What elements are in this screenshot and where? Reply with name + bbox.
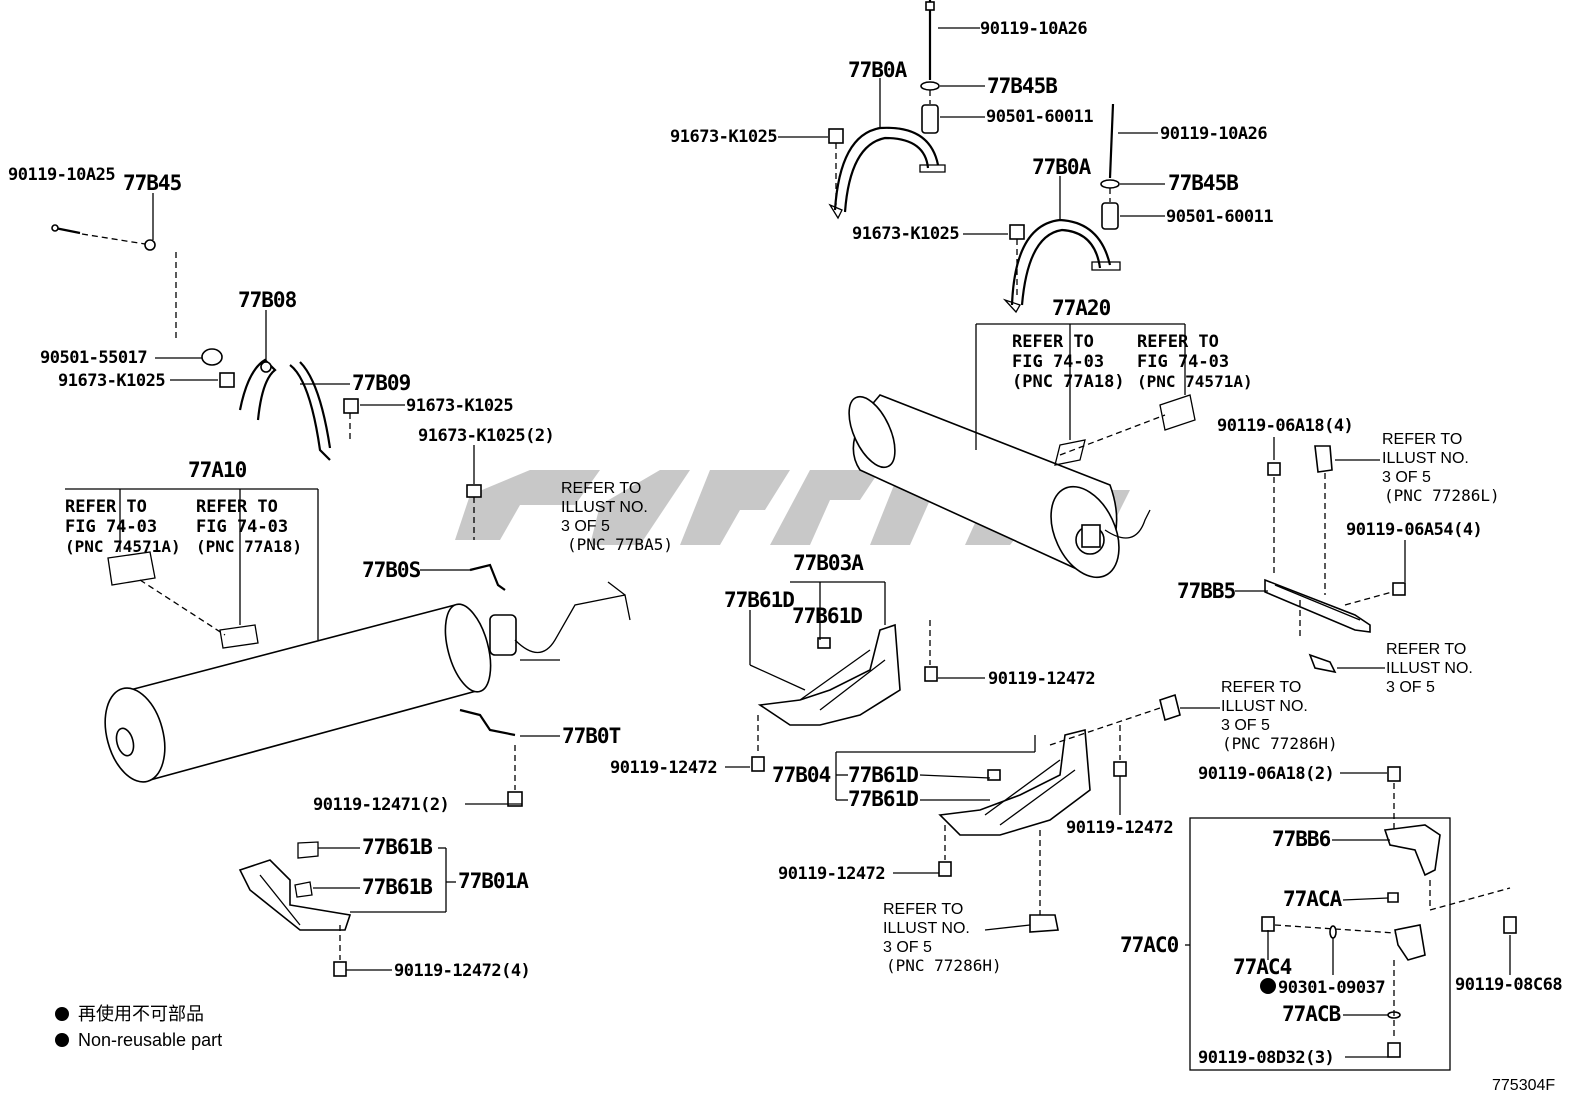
- label-90119-12471-2: 90119-12471(2): [313, 795, 449, 815]
- ref-a20-2: REFER TO FIG 74-03 (PNC 74571A): [1137, 332, 1253, 391]
- label-77B04: 77B04: [772, 763, 831, 787]
- label-90119-08C68: 90119-08C68: [1455, 975, 1562, 995]
- brackets-77B08-77B09: [51, 224, 359, 461]
- label-90119-12472-d: 90119-12472: [778, 864, 885, 884]
- part-labels: 90119-10A26 77B0A 77B45B 90501-60011 916…: [8, 19, 1563, 1068]
- rail-77BB5: [1264, 445, 1406, 674]
- label-90119-12472-c: 90119-12472: [1066, 818, 1173, 838]
- label-77B01A: 77B01A: [458, 869, 529, 893]
- label-77B0A-top: 77B0A: [848, 58, 908, 82]
- label-77ACB: 77ACB: [1282, 1002, 1341, 1026]
- label-77ACA: 77ACA: [1283, 887, 1343, 911]
- label-90301-09037: 90301-09037: [1278, 978, 1385, 998]
- label-90119-06A18-4: 90119-06A18(4): [1217, 416, 1353, 436]
- ref-a10-2: REFER TO FIG 74-03 (PNC 77A18): [196, 497, 302, 556]
- label-77B61B-a: 77B61B: [362, 835, 432, 859]
- ref-286l: REFER TO ILLUST NO. 3 OF 5 (PNC 77286L): [1382, 431, 1500, 505]
- non-reusable-marker: [1260, 978, 1276, 994]
- label-77A10: 77A10: [188, 458, 247, 482]
- tank-left-77A10: [104, 551, 631, 783]
- label-90119-08D32-3: 90119-08D32(3): [1198, 1048, 1334, 1068]
- label-91673-K1025-mid: 91673-K1025: [852, 224, 959, 244]
- support-77B03A: [751, 620, 938, 772]
- legend-bullet-en: [55, 1033, 69, 1047]
- leader-lines: [65, 27, 1511, 1058]
- label-77B61D-c: 77B61D: [848, 763, 918, 787]
- tank-right-77A20: [848, 394, 1196, 579]
- clamp-mid-77B0A: [1002, 103, 1121, 314]
- label-77BB5: 77BB5: [1177, 579, 1236, 603]
- label-77AC0: 77AC0: [1120, 933, 1179, 957]
- support-77B04: [938, 693, 1181, 933]
- label-91673-K1025-right: 91673-K1025: [406, 396, 513, 416]
- label-77B61D-d: 77B61D: [848, 787, 918, 811]
- ref-a10-1: REFER TO FIG 74-03 (PNC 74571A): [65, 497, 181, 556]
- label-90119-12472-b: 90119-12472: [610, 758, 717, 778]
- label-77B61D-b: 77B61D: [792, 604, 862, 628]
- reference-notes: REFER TO FIG 74-03 (PNC 77A18) REFER TO …: [65, 332, 1500, 975]
- label-77B0T: 77B0T: [562, 724, 621, 748]
- ref-3of5: REFER TO ILLUST NO. 3 OF 5: [1386, 641, 1477, 696]
- ref-286h-a: REFER TO ILLUST NO. 3 OF 5 (PNC 77286H): [1221, 679, 1338, 753]
- label-77B09: 77B09: [352, 371, 411, 395]
- label-77A20: 77A20: [1052, 296, 1111, 320]
- label-90501-55017: 90501-55017: [40, 348, 147, 368]
- label-90501-60011-mid: 90501-60011: [1166, 207, 1273, 227]
- label-77B45B-mid: 77B45B: [1168, 171, 1238, 195]
- legend-en: Non-reusable part: [78, 1030, 222, 1050]
- ref-286h-b: REFER TO ILLUST NO. 3 OF 5 (PNC 77286H): [883, 901, 1002, 975]
- assembly-77AC0: [1189, 766, 1517, 1071]
- label-77B08: 77B08: [238, 288, 297, 312]
- label-91673-K1025-left: 91673-K1025: [58, 371, 165, 391]
- brackets-77B0S-77B0T: [459, 484, 523, 807]
- ref-ba5: REFER TO ILLUST NO. 3 OF 5 (PNC 77BA5): [561, 480, 673, 554]
- legend: 再使用不可部品 Non-reusable part: [55, 1004, 222, 1050]
- label-90119-12472-a: 90119-12472: [988, 669, 1095, 689]
- legend-cn: 再使用不可部品: [78, 1004, 204, 1024]
- label-90119-10A26-top: 90119-10A26: [980, 19, 1087, 39]
- label-90119-12472-4: 90119-12472(4): [394, 961, 530, 981]
- clamp-top-77B0A: [828, 0, 946, 220]
- label-77B61B-b: 77B61B: [362, 875, 432, 899]
- label-77AC4: 77AC4: [1233, 955, 1292, 979]
- label-77B45B-top: 77B45B: [987, 74, 1057, 98]
- label-90119-06A18-2: 90119-06A18(2): [1198, 764, 1334, 784]
- label-90119-06A54-4: 90119-06A54(4): [1346, 520, 1482, 540]
- label-91673-K1025-top: 91673-K1025: [670, 127, 777, 147]
- label-77B0A-mid: 77B0A: [1032, 155, 1092, 179]
- label-90501-60011-top: 90501-60011: [986, 107, 1093, 127]
- label-91673-K1025-2: 91673-K1025(2): [418, 426, 554, 446]
- label-77BB6: 77BB6: [1272, 827, 1331, 851]
- label-77B0S: 77B0S: [362, 558, 421, 582]
- label-90119-10A26-mid: 90119-10A26: [1160, 124, 1267, 144]
- figure-id: 775304F: [1492, 1077, 1555, 1094]
- ref-a20-1: REFER TO FIG 74-03 (PNC 77A18): [1012, 332, 1125, 392]
- label-77B45: 77B45: [123, 171, 182, 195]
- label-77B03A: 77B03A: [793, 551, 864, 575]
- label-90119-10A25: 90119-10A25: [8, 165, 115, 185]
- support-77B01A: [238, 841, 352, 977]
- legend-bullet-cn: [55, 1007, 69, 1021]
- label-77B61D-a: 77B61D: [724, 588, 794, 612]
